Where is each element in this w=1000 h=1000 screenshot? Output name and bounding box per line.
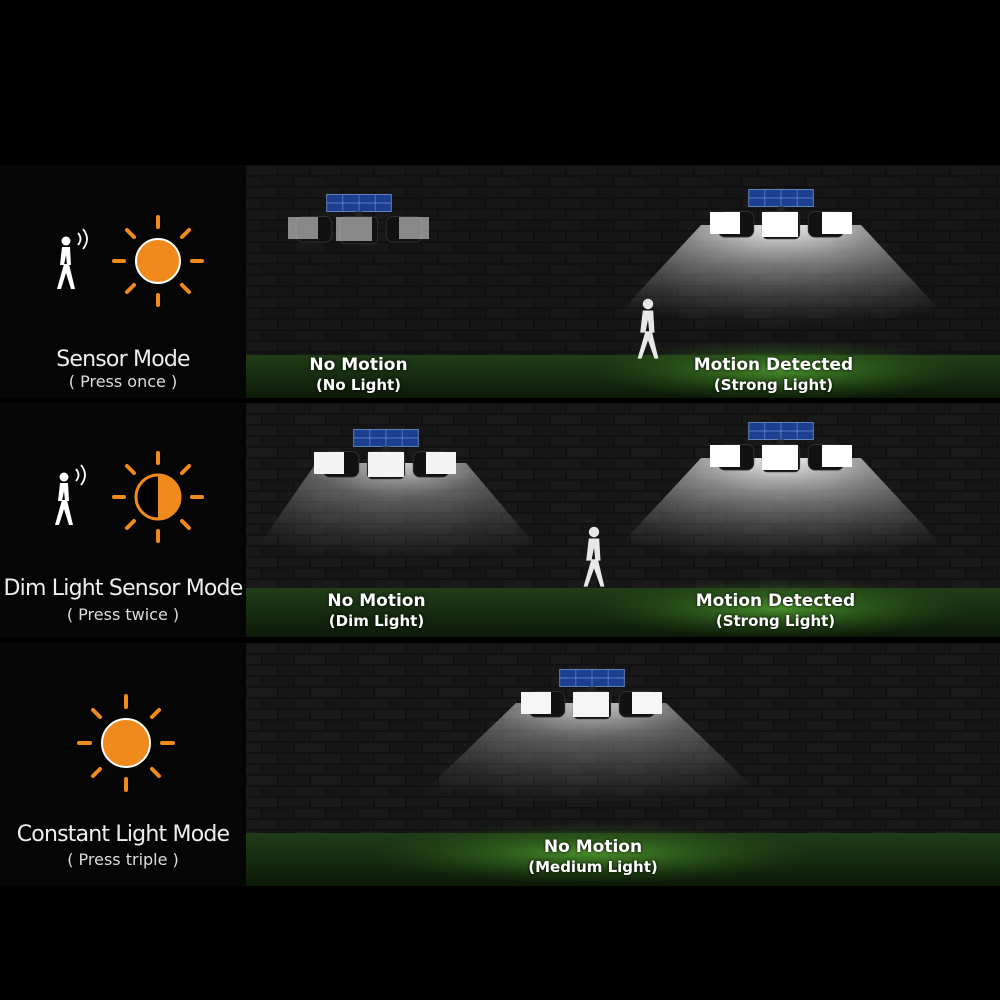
state-caption: No Motion (Dim Light): [304, 591, 449, 631]
sensor-mode-row: Sensor Mode ( Press once ) No Motion (No…: [0, 165, 1000, 398]
state-label: No Motion: [309, 355, 408, 375]
state-label: No Motion: [543, 837, 643, 857]
constant-light-mode-row: Constant Light Mode ( Press triple ) No …: [0, 643, 1000, 886]
scene-illustration: [246, 165, 1000, 398]
state-label: No Motion: [327, 591, 426, 611]
state-light-level: (Strong Light): [713, 376, 834, 394]
state-label: Motion Detected: [695, 591, 856, 611]
constant-light-mode-scene: No Motion (Medium Light): [246, 643, 1000, 886]
scene-illustration: [246, 403, 1000, 637]
state-caption: No Motion (Medium Light): [508, 837, 678, 877]
dim-light-sensor-mode-row: Dim Light Sensor Mode ( Press twice ) No…: [0, 403, 1000, 637]
state-caption: Motion Detected (Strong Light): [676, 355, 871, 395]
state-light-level: (Strong Light): [715, 612, 836, 630]
light-beam: [376, 703, 806, 838]
full-sun-icon: [77, 694, 175, 792]
walking-person-icon: [55, 464, 86, 525]
light-beam: [576, 225, 986, 360]
dim-light-sensor-mode-scene: No Motion (Dim Light) Motion Detected (S…: [246, 403, 1000, 637]
state-light-level: (No Light): [315, 376, 402, 394]
mode-title: Dim Light Sensor Mode: [3, 576, 244, 601]
state-label: Motion Detected: [693, 355, 854, 375]
sensor-mode-panel: Sensor Mode ( Press once ): [0, 165, 246, 398]
state-light-level: (Dim Light): [328, 612, 425, 630]
light-beam: [576, 458, 986, 593]
mode-title: Constant Light Mode: [16, 822, 230, 847]
constant-light-mode-panel: Constant Light Mode ( Press triple ): [0, 643, 246, 886]
mode-icons: [77, 694, 175, 792]
state-light-level: (Medium Light): [528, 858, 658, 876]
light-beam: [246, 463, 576, 593]
mode-subtitle: ( Press once ): [68, 372, 178, 391]
state-caption: Motion Detected (Strong Light): [678, 591, 873, 631]
sensor-mode-scene: No Motion (No Light) Motion Detected (St…: [246, 165, 1000, 398]
walking-person-icon: [57, 228, 88, 289]
mode-icons: [57, 215, 204, 307]
half-sun-icon: [112, 451, 204, 543]
dim-light-sensor-mode-panel: Dim Light Sensor Mode ( Press twice ): [0, 403, 246, 637]
scene-illustration: [246, 643, 1000, 886]
state-caption: No Motion (No Light): [286, 355, 431, 395]
mode-title: Sensor Mode: [56, 347, 190, 372]
mode-subtitle: ( Press triple ): [67, 850, 179, 869]
mode-subtitle: ( Press twice ): [66, 605, 180, 624]
mode-icons: [55, 451, 204, 543]
full-sun-icon: [112, 215, 204, 307]
